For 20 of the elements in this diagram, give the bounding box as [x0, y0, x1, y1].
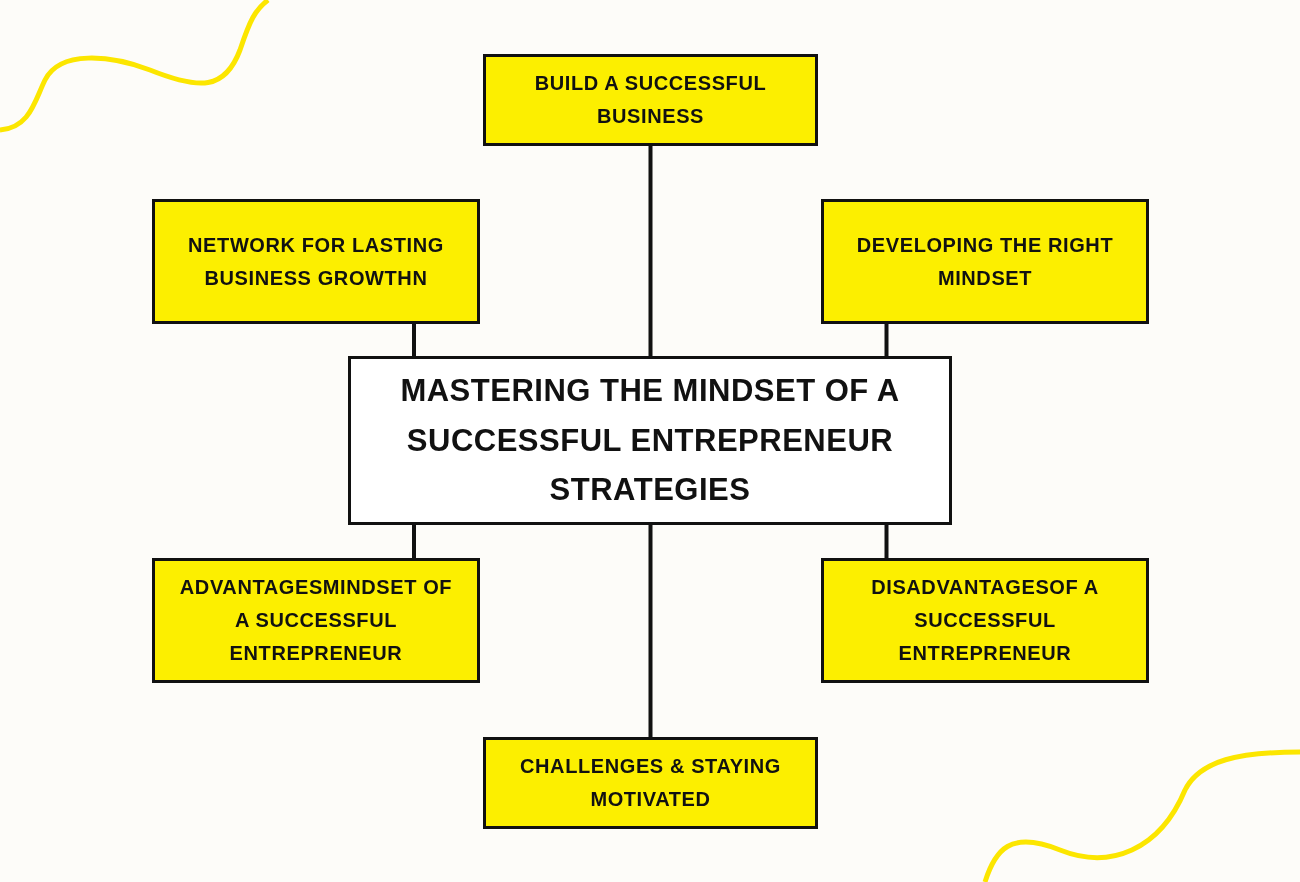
topic-text: DISADVANTAGESOF A SUCCESSFUL ENTREPRENEUR — [870, 575, 1100, 666]
connector-line — [884, 525, 889, 558]
topic-box — [483, 54, 818, 146]
connector-line — [412, 324, 416, 356]
topic-text: ADVANTAGESMINDSET OF A SUCCESSFUL ENTREPRENEUR — [178, 575, 454, 666]
connector-line — [648, 146, 653, 356]
topic-text: NETWORK FOR LASTING BUSINESS GROWTHN — [187, 232, 445, 291]
topic-box — [483, 737, 818, 829]
topic-box — [152, 199, 480, 324]
topic-text: CHALLENGES & STAYING MOTIVATED — [519, 754, 782, 812]
topic-text: MASTERING THE MINDSET OF A SUCCESSFUL ENTREPRENEUR STRATEGIES — [399, 372, 901, 510]
connector-line — [412, 525, 416, 558]
topic-text: DEVELOPING THE RIGHT MINDSET — [855, 232, 1115, 291]
topic-box — [152, 558, 480, 683]
topic-box — [821, 558, 1149, 683]
central-topic-box — [348, 356, 952, 525]
topic-box — [821, 199, 1149, 324]
connector-line — [884, 324, 889, 356]
connector-line — [648, 525, 653, 737]
topic-text: BUILD A SUCCESSFUL BUSINESS — [533, 71, 768, 129]
